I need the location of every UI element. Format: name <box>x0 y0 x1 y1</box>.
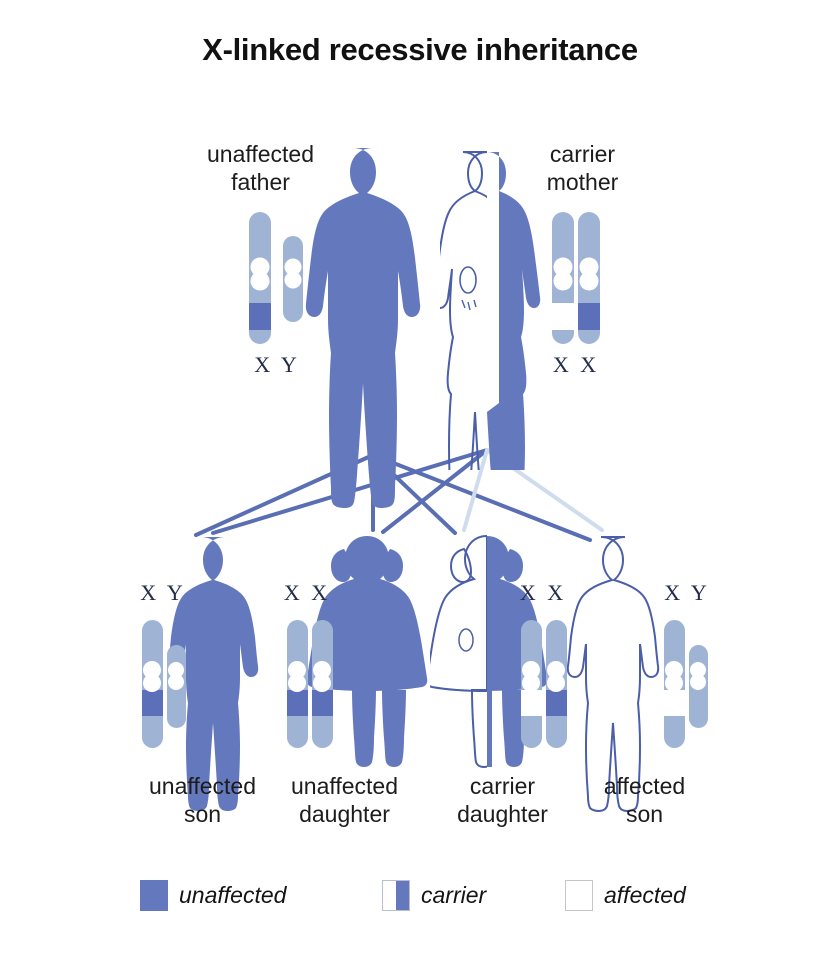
line-father-to-affected-son <box>371 453 592 542</box>
legend: unaffected carrier affected <box>0 880 840 926</box>
chromosome-x2-mother <box>578 212 600 344</box>
figure-affected-son <box>566 536 660 813</box>
chromosome-x-affected-son <box>664 620 685 748</box>
label-carrier-daughter: carrier daughter <box>457 773 548 828</box>
chromosome-x1-unaffected-daughter <box>287 620 308 748</box>
figure-mother <box>440 151 541 470</box>
genotype-unaffected-daughter: X X <box>283 580 331 605</box>
chromosome-x1-mother <box>552 212 574 344</box>
chromosome-y-father <box>283 236 303 322</box>
line-mother-to-unaffected-daughter <box>381 448 489 534</box>
chromosome-x2-unaffected-daughter <box>312 620 333 748</box>
legend-item-carrier: carrier <box>382 880 486 911</box>
chromosome-y-affected-son <box>689 645 708 728</box>
legend-item-unaffected: unaffected <box>140 880 286 911</box>
legend-swatch-carrier <box>382 880 410 911</box>
label-unaffected-daughter: unaffected daughter <box>290 773 398 828</box>
page-title: X-linked recessive inheritance <box>202 32 638 67</box>
chromosome-x-father <box>249 212 271 344</box>
legend-item-affected: affected <box>565 880 686 911</box>
chromosome-pair-carrier-daughter <box>521 620 567 748</box>
legend-label-affected: affected <box>604 882 686 908</box>
line-mother-to-carrier-daughter <box>462 448 489 532</box>
label-unaffected-father: unaffected father <box>206 141 314 196</box>
chromosome-pair-mother <box>552 212 600 344</box>
chromosome-pair-unaffected-daughter <box>287 620 333 748</box>
label-unaffected-son: unaffected son <box>148 773 256 828</box>
legend-swatch-unaffected <box>140 880 168 911</box>
genotype-affected-son: X Y <box>664 580 710 605</box>
chromosome-x-unaffected-son <box>142 620 163 748</box>
legend-label-carrier: carrier <box>421 882 487 908</box>
legend-label-unaffected: unaffected <box>179 882 287 908</box>
chromosome-x2-carrier-daughter <box>546 620 567 748</box>
genotype-carrier-daughter: X X <box>519 580 567 605</box>
genotype-mother: X X <box>552 352 600 377</box>
chromosome-pair-father <box>249 212 303 344</box>
label-carrier-mother: carrier mother <box>546 141 619 196</box>
figure-unaffected-son <box>167 537 259 811</box>
genotype-father: X Y <box>254 352 300 377</box>
label-affected-son: affected son <box>603 773 686 828</box>
chromosome-y-unaffected-son <box>167 645 186 728</box>
genotype-unaffected-son: X Y <box>140 580 186 605</box>
chromosome-pair-unaffected-son <box>142 620 186 748</box>
figure-father <box>305 148 421 508</box>
figure-unaffected-daughter <box>306 536 428 767</box>
chromosome-pair-affected-son <box>664 620 708 748</box>
chromosome-x1-carrier-daughter <box>521 620 542 748</box>
legend-swatch-affected <box>565 880 593 911</box>
